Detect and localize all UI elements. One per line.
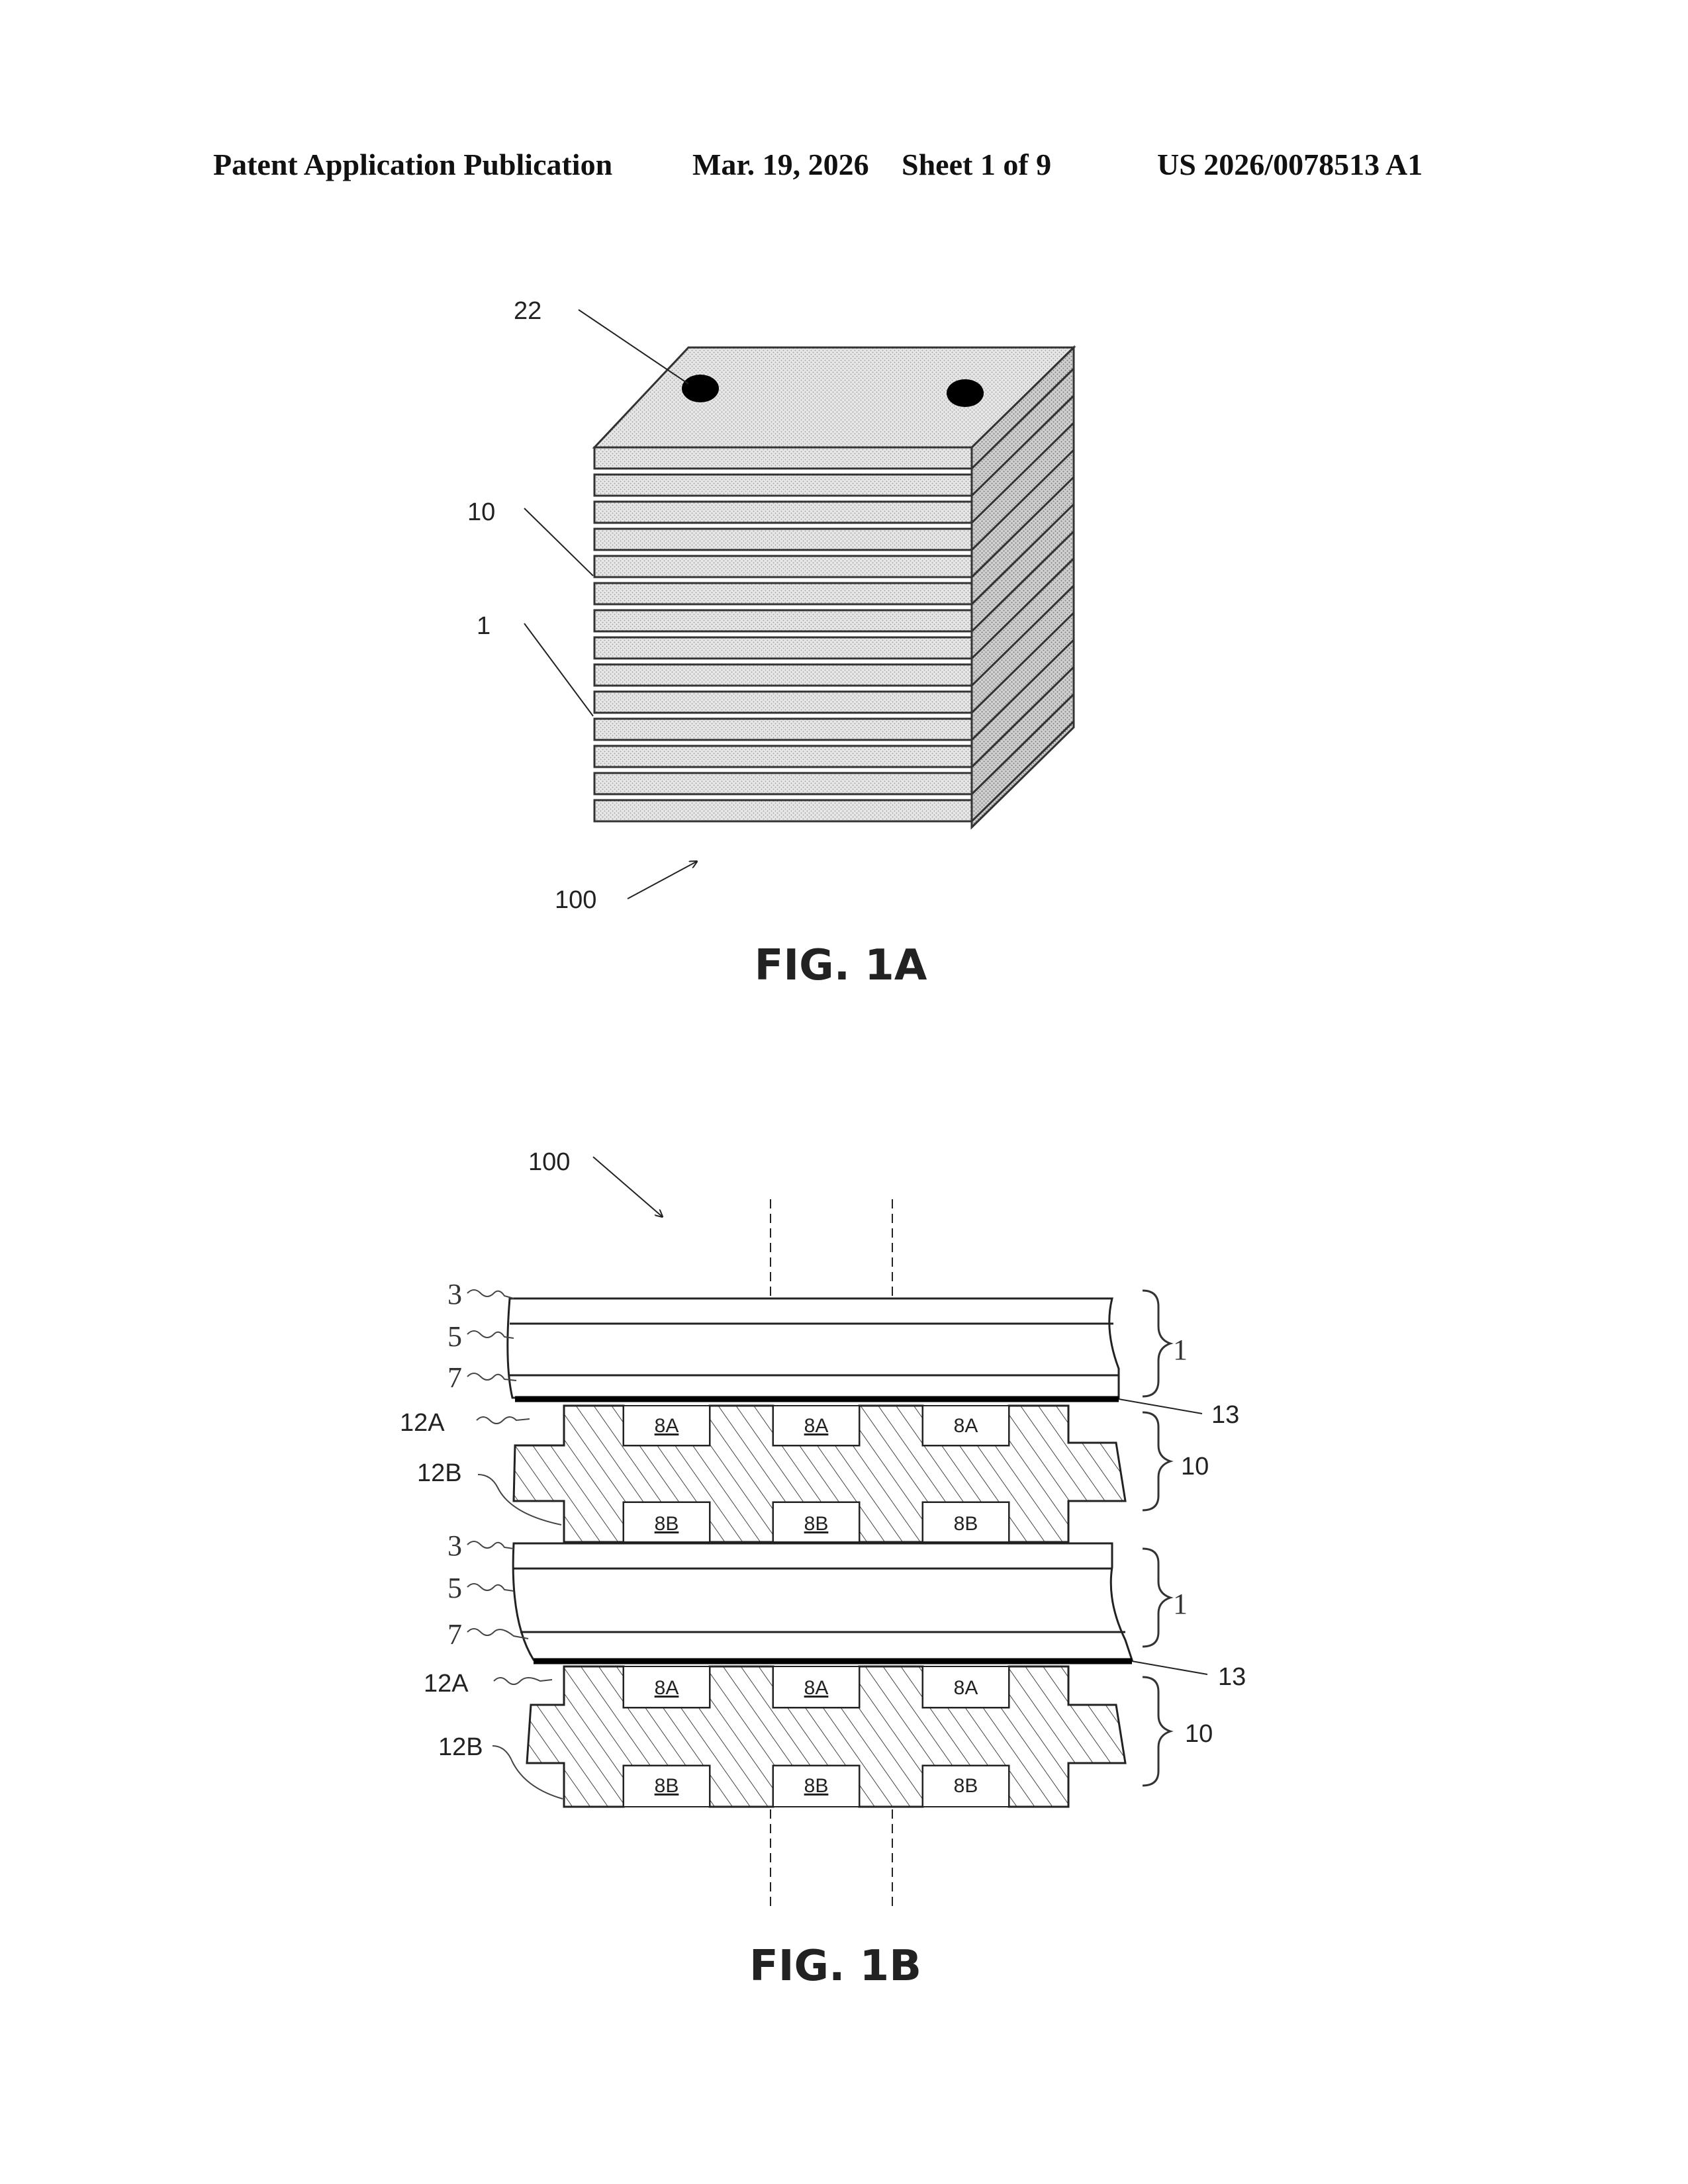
leader-line: [579, 310, 688, 384]
channel-label-8a: 8A: [655, 1677, 679, 1699]
label-13: 13: [1218, 1663, 1246, 1691]
fig-1a: 22 10 1 100 FIG. 1A: [467, 297, 1074, 990]
stack-plate: [594, 475, 972, 496]
channel-label-8a: 8A: [804, 1415, 829, 1437]
label-10-b: 10: [1181, 1453, 1209, 1480]
channel-row-8b: 8B 8B 8B: [624, 1502, 1009, 1542]
leader-line: [1132, 1661, 1207, 1674]
channel-label-8a: 8A: [954, 1677, 978, 1699]
channel-row-8a: 8A 8A 8A: [624, 1406, 1009, 1445]
leader-line: [1119, 1399, 1202, 1414]
label-10-b: 10: [1185, 1720, 1213, 1748]
channel-label-8b: 8B: [804, 1775, 829, 1797]
label-1-b: 1: [1173, 1334, 1188, 1366]
label-5: 5: [447, 1572, 462, 1604]
label-10: 10: [467, 498, 495, 526]
stack-plate: [594, 692, 972, 713]
channel-label-8b: 8B: [954, 1775, 978, 1797]
label-3: 3: [447, 1278, 462, 1310]
right-braces: [1143, 1291, 1170, 1786]
label-100-b: 100: [528, 1148, 570, 1176]
leader-line: [524, 623, 593, 716]
stack-plate: [594, 502, 972, 523]
label-12b: 12B: [438, 1733, 483, 1761]
stack-plate: [594, 664, 972, 686]
stack-plate: [594, 556, 972, 577]
port-hole: [947, 379, 984, 407]
channel-label-8a: 8A: [954, 1415, 978, 1437]
channel-label-8a: 8A: [804, 1677, 829, 1699]
channel-label-8b: 8B: [804, 1513, 829, 1535]
stack-arrow: [628, 862, 696, 899]
figure-caption-1b: FIG. 1B: [749, 1942, 921, 1991]
channel-row-8b: 8B 8B 8B: [624, 1766, 1009, 1807]
stack-plate: [594, 746, 972, 767]
label-12a: 12A: [424, 1670, 469, 1698]
label-100: 100: [555, 886, 596, 914]
stack-front-face: [594, 447, 972, 821]
label-5: 5: [447, 1320, 462, 1353]
label-7: 7: [447, 1618, 462, 1651]
channel-label-8b: 8B: [655, 1775, 679, 1797]
fig-1b: 100 8A 8A 8A 8B 8B: [400, 1148, 1246, 1991]
label-3: 3: [447, 1529, 462, 1562]
stack-arrow: [593, 1157, 662, 1216]
stack-plate: [594, 637, 972, 659]
channel-label-8b: 8B: [655, 1513, 679, 1535]
stack-plate: [594, 583, 972, 604]
stack-plate: [594, 800, 972, 821]
channel-label-8b: 8B: [954, 1513, 978, 1535]
label-1-b: 1: [1173, 1588, 1188, 1620]
figure-caption-1a: FIG. 1A: [755, 941, 927, 990]
membrane-electrode-assembly: [513, 1543, 1132, 1661]
port-hole: [682, 375, 719, 402]
stack-plate: [594, 773, 972, 794]
channel-row-8a: 8A 8A 8A: [624, 1666, 1009, 1707]
label-7: 7: [447, 1361, 462, 1394]
label-12b: 12B: [417, 1459, 462, 1487]
stack-plate: [594, 719, 972, 740]
membrane-electrode-assembly: [508, 1298, 1119, 1399]
label-22: 22: [514, 297, 541, 325]
stack-plate: [594, 529, 972, 550]
label-12a: 12A: [400, 1409, 445, 1437]
label-13: 13: [1211, 1401, 1239, 1429]
leader-line: [524, 508, 593, 576]
stack-plate: [594, 447, 972, 469]
stack-plate: [594, 610, 972, 631]
label-1: 1: [477, 612, 491, 640]
channel-label-8a: 8A: [655, 1415, 679, 1437]
